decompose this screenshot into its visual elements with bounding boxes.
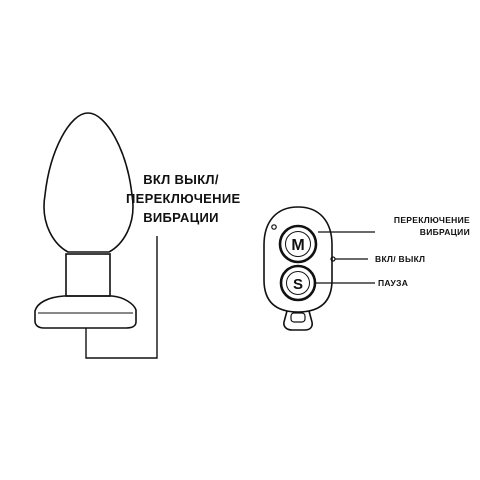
remote-power-label: ВКЛ/ ВЫКЛ xyxy=(375,254,426,264)
remote-top-button-glyph: M xyxy=(291,237,304,254)
remote-key-loop-hole xyxy=(290,312,306,323)
remote-top-button-inner xyxy=(285,231,311,257)
plug-label-line-3: ВИБРАЦИИ xyxy=(143,210,219,225)
remote-body-outline xyxy=(263,206,333,313)
plug-label: ВКЛ ВЫКЛ/ ПЕРЕКЛЮЧЕНИЕ ВИБРАЦИИ xyxy=(126,170,241,227)
remote-key-loop xyxy=(283,310,313,331)
plug-base-outline xyxy=(34,295,137,329)
plug-neck-outline xyxy=(65,253,111,297)
remote-pause-label: ПАУЗА xyxy=(378,278,409,288)
plug-illustration xyxy=(34,112,158,359)
remote-switch-label-line-1: ПЕРЕКЛЮЧЕНИЕ xyxy=(393,215,470,225)
plug-label-line-1: ВКЛ ВЫКЛ/ xyxy=(143,172,219,187)
remote-top-button-ring[interactable] xyxy=(278,224,318,264)
remote-indicator-dot xyxy=(271,224,277,230)
plug-callout-line xyxy=(85,236,158,359)
remote-illustration xyxy=(263,206,375,331)
remote-switch-label: ПЕРЕКЛЮЧЕНИЕ ВИБРАЦИИ xyxy=(380,214,470,238)
remote-bottom-button-inner xyxy=(286,271,310,295)
remote-bottom-button-glyph: S xyxy=(293,276,303,293)
remote-switch-label-line-2: ВИБРАЦИИ xyxy=(419,227,470,237)
plug-bulb-outline xyxy=(43,112,134,253)
plug-label-line-2: ПЕРЕКЛЮЧЕНИЕ xyxy=(126,191,241,206)
